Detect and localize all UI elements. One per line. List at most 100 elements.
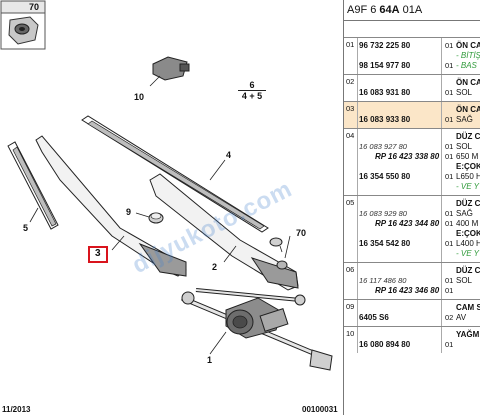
- callout-1[interactable]: 1: [207, 355, 213, 365]
- part-number[interactable]: 16 083 933 80: [359, 115, 411, 124]
- quantity: 01: [445, 219, 454, 228]
- part-description: SOL: [456, 88, 473, 97]
- part-description: CAM S: [456, 303, 480, 312]
- callout-2[interactable]: 2: [212, 262, 218, 272]
- ref-prefix: A9F 6: [347, 4, 377, 16]
- wiper-linkage-1: [181, 288, 333, 371]
- callout-9[interactable]: 9: [126, 207, 132, 217]
- diagram-date: 11/2013: [2, 405, 31, 414]
- quantity: 01: [445, 41, 454, 50]
- part-number[interactable]: 96 732 225 80: [359, 41, 411, 50]
- part-description: - BİTİŞ: [456, 51, 480, 60]
- part-number[interactable]: 16 117 486 80: [359, 276, 407, 285]
- part-number[interactable]: RP 16 423 346 80: [375, 286, 440, 295]
- part-number[interactable]: 6405 S6: [359, 313, 389, 322]
- row-line: - BİTİŞ: [359, 51, 480, 61]
- part-description: L400 H: [456, 239, 480, 248]
- callout-3-highlighted[interactable]: 3: [88, 246, 108, 263]
- part-number[interactable]: 16 354 550 80: [359, 172, 411, 181]
- part-number[interactable]: 16 083 929 80: [359, 209, 407, 218]
- part-description: 400 M: [456, 219, 479, 228]
- part-number[interactable]: RP 16 423 338 80: [375, 152, 440, 161]
- quantity: 01: [445, 172, 454, 181]
- row-line: DÜZ C: [359, 266, 480, 276]
- part-description: 650 M: [456, 152, 479, 161]
- ref-suffix: 01A: [402, 4, 423, 16]
- quantity: 01: [445, 239, 454, 248]
- row-index: 01: [346, 40, 355, 49]
- callout-5[interactable]: 5: [23, 223, 29, 233]
- callout-10[interactable]: 10: [134, 92, 145, 102]
- row-line: YAĞM: [359, 330, 480, 340]
- wiper-blade-5: [7, 141, 59, 230]
- row-divider: [357, 38, 358, 74]
- column-divider: [441, 102, 442, 128]
- part-description: ÖN CA: [456, 105, 480, 114]
- part-description: DÜZ C: [456, 132, 480, 141]
- item-70-box-header: [0, 0, 46, 14]
- diagram-code: 00100031: [302, 405, 338, 414]
- callout-4-5-label: 4 + 5: [241, 91, 263, 101]
- part-description: ÖN CA: [456, 78, 480, 87]
- column-divider: [441, 38, 442, 74]
- part-number[interactable]: 16 083 927 80: [359, 142, 407, 151]
- column-divider: [441, 75, 442, 101]
- quantity: 02: [445, 313, 454, 322]
- part-number[interactable]: RP 16 423 344 80: [375, 219, 440, 228]
- parts-diagram: 70 10 6 4 + 5 4 5 9 3 2 70 1 dijyukoto.c…: [0, 0, 338, 414]
- part-description: SAĞ: [456, 115, 473, 124]
- cap-icon-9: [135, 212, 283, 253]
- row-divider: [357, 75, 358, 101]
- nut-icon-70: [276, 235, 291, 270]
- row-divider: [357, 263, 358, 299]
- callout-70-top[interactable]: 70: [29, 2, 40, 12]
- part-description: - VE Y: [456, 249, 479, 258]
- part-number[interactable]: 98 154 977 80: [359, 61, 411, 70]
- part-number[interactable]: 16 080 894 80: [359, 340, 411, 349]
- callout-4[interactable]: 4: [226, 150, 232, 160]
- part-number[interactable]: 16 354 542 80: [359, 239, 411, 248]
- part-description: - VE Y: [456, 182, 479, 191]
- part-description: E:ÇOK: [456, 229, 480, 238]
- callout-70-mid[interactable]: 70: [296, 228, 307, 238]
- column-divider: [441, 263, 442, 299]
- nut-icon: [8, 16, 39, 45]
- part-description: ÖN CA: [456, 41, 480, 50]
- row-line: CAM S: [359, 303, 480, 313]
- callout-6[interactable]: 6 4 + 5: [238, 80, 266, 101]
- part-description: L650 H: [456, 172, 480, 181]
- part-number[interactable]: 16 083 931 80: [359, 88, 411, 97]
- row-divider: [357, 196, 358, 262]
- column-divider: [441, 196, 442, 262]
- row-line: E:ÇOK: [359, 229, 480, 239]
- part-description: DÜZ C: [456, 199, 480, 208]
- row-index: 10: [346, 329, 355, 338]
- row-line: E:ÇOK: [359, 162, 480, 172]
- part-description: AV: [456, 313, 467, 322]
- callout-6-label: 6: [238, 80, 266, 91]
- quantity: 01: [445, 115, 454, 124]
- wiper-arm-3: [35, 135, 187, 277]
- wiper-assembly-drawing: [0, 0, 333, 371]
- row-divider: [357, 300, 358, 326]
- column-divider: [441, 327, 442, 353]
- row-line: DÜZ C: [359, 199, 480, 209]
- quantity: 01: [445, 88, 454, 97]
- reference-header: A9F 6 64A 01A: [344, 0, 480, 21]
- row-line: - VE Y: [359, 249, 480, 259]
- part-description: E:ÇOK: [456, 162, 480, 171]
